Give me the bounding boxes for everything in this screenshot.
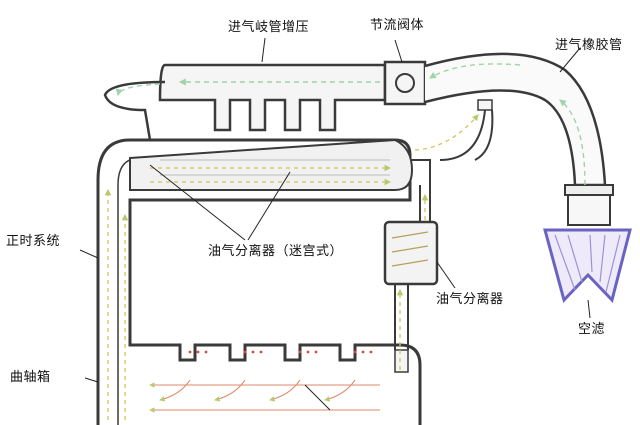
engine-block-wall xyxy=(96,138,422,425)
labyrinth-separator-body xyxy=(129,138,414,191)
label-oil-separator: 油气分离器 xyxy=(436,292,504,307)
oil-drops xyxy=(188,350,373,354)
filter-neck xyxy=(567,194,611,226)
separator-inlet-tube xyxy=(419,185,431,222)
throttle-body-shape xyxy=(383,60,427,106)
label-air-filter: 空滤 xyxy=(578,322,606,337)
leader-lines xyxy=(79,37,591,411)
separator-baffles xyxy=(391,231,429,267)
label-crankcase: 曲轴箱 xyxy=(10,370,51,385)
label-labyrinth-separator: 油气分离器（迷宫式） xyxy=(208,244,344,259)
air-filter-shape xyxy=(543,228,632,303)
return-pipe xyxy=(410,109,494,185)
blowby-flow xyxy=(104,114,479,420)
separator-outlet-tube xyxy=(394,284,409,350)
intake-rubber-hose xyxy=(424,52,607,187)
labyrinth-baffles xyxy=(160,159,390,176)
label-intake-manifold: 进气岐管增压 xyxy=(228,20,310,35)
crankcase-gas-arrows xyxy=(149,379,380,413)
oil-separator-body xyxy=(383,220,439,286)
label-timing-system: 正时系统 xyxy=(6,234,61,249)
throttle-valve-icon xyxy=(395,73,415,93)
air-filter-pleats xyxy=(554,234,621,293)
hose-clamp xyxy=(564,184,614,196)
intake-manifold-body xyxy=(158,63,387,132)
manifold-to-engine-tube xyxy=(103,80,166,141)
label-throttle-body: 节流阀体 xyxy=(370,18,425,33)
clean-air-flow xyxy=(115,63,586,186)
label-intake-hose: 进气橡胶管 xyxy=(555,38,623,53)
crankcase-port xyxy=(394,349,409,373)
hose-port xyxy=(477,99,493,111)
